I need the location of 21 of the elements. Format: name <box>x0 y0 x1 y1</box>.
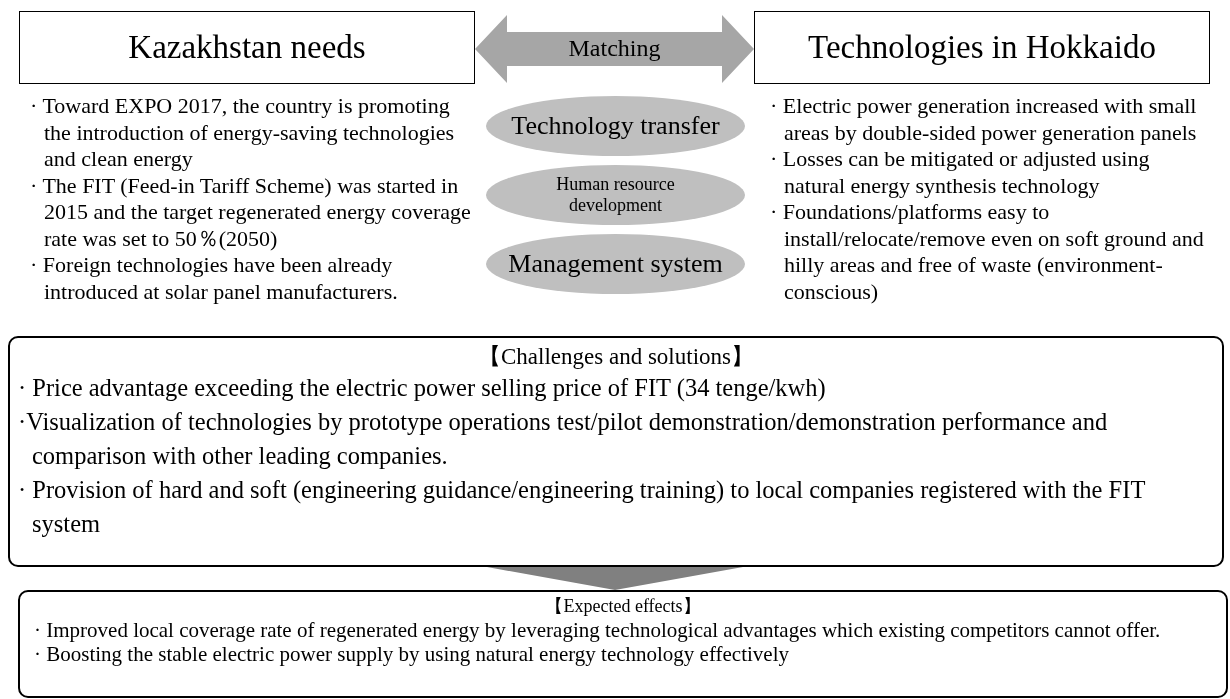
rounded-box <box>18 590 1228 698</box>
bullet-text: · Provision of hard and soft (engineering guidance/engineering training) to local companies registered with the FIT system <box>18 475 1146 539</box>
bullet-text: · Electric power generation increased with small areas by double-sided power generation panels <box>770 93 1198 146</box>
rounded-box <box>8 336 1224 567</box>
bullet-text: · The FIT (Feed-in Tariff Scheme) was started in 2015 and the target regenerated energy coverage rate was set to 50％(2050) <box>30 172 472 252</box>
heading-box: Technologies in Hokkaido <box>754 11 1210 84</box>
topic-ellipse: Human resource development <box>486 165 745 225</box>
bullet-text: · Toward EXPO 2017, the country is promoting the introduction of energy-saving technologies and clean energy <box>30 93 456 173</box>
down-arrow <box>487 567 743 590</box>
topic-ellipse: Management system <box>486 234 745 294</box>
bullet-text: · Improved local coverage rate of regenerated energy by leveraging technological advantages which existing competitors cannot offer. <box>34 618 1162 642</box>
topic-ellipse: Technology transfer <box>486 96 745 156</box>
bullet-text: · Foreign technologies have been already introduced at solar panel manufacturers. <box>30 252 399 305</box>
bullet-text: · Boosting the stable electric power supply by using natural energy technology effectively <box>34 642 790 666</box>
bullet-text: · Foundations/platforms easy to install/relocate/remove even on soft ground and hilly areas and free of waste (environment-conscious) <box>770 199 1205 305</box>
heading-box: Kazakhstan needs <box>19 11 475 84</box>
bullet-text: · Losses can be mitigated or adjusted using natural energy synthesis technology <box>770 146 1151 199</box>
section-heading: 【Expected effects】 <box>544 595 702 618</box>
bullet-text: · Price advantage exceeding the electric power selling price of FIT (34 tenge/kwh) <box>18 373 827 404</box>
section-heading: 【Challenges and solutions】 <box>477 343 755 371</box>
bullet-text: ·Visualization of technologies by prototype operations test/pilot demonstration/demonstration performance and comparison with other leading companies. <box>18 407 1109 471</box>
